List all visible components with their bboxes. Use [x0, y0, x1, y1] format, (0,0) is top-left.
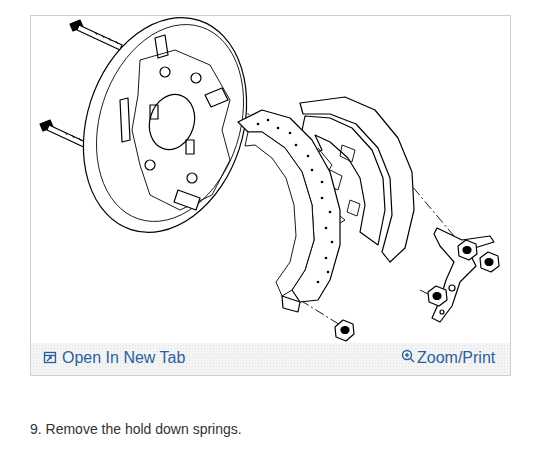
brake-shoe [238, 110, 340, 312]
zoom-print-link: Zoom/Print [417, 349, 495, 367]
rivet [257, 119, 334, 284]
new-tab-icon [45, 353, 56, 363]
adjuster-lever [432, 228, 494, 322]
step-caption: 9. Remove the hold down springs. [30, 421, 242, 437]
hold-down-nut [335, 240, 499, 341]
zoom-icon [403, 351, 415, 363]
open-tab-link: Open In New Tab [62, 349, 185, 367]
tool-bar [31, 343, 510, 375]
backing-plate [57, 0, 273, 254]
